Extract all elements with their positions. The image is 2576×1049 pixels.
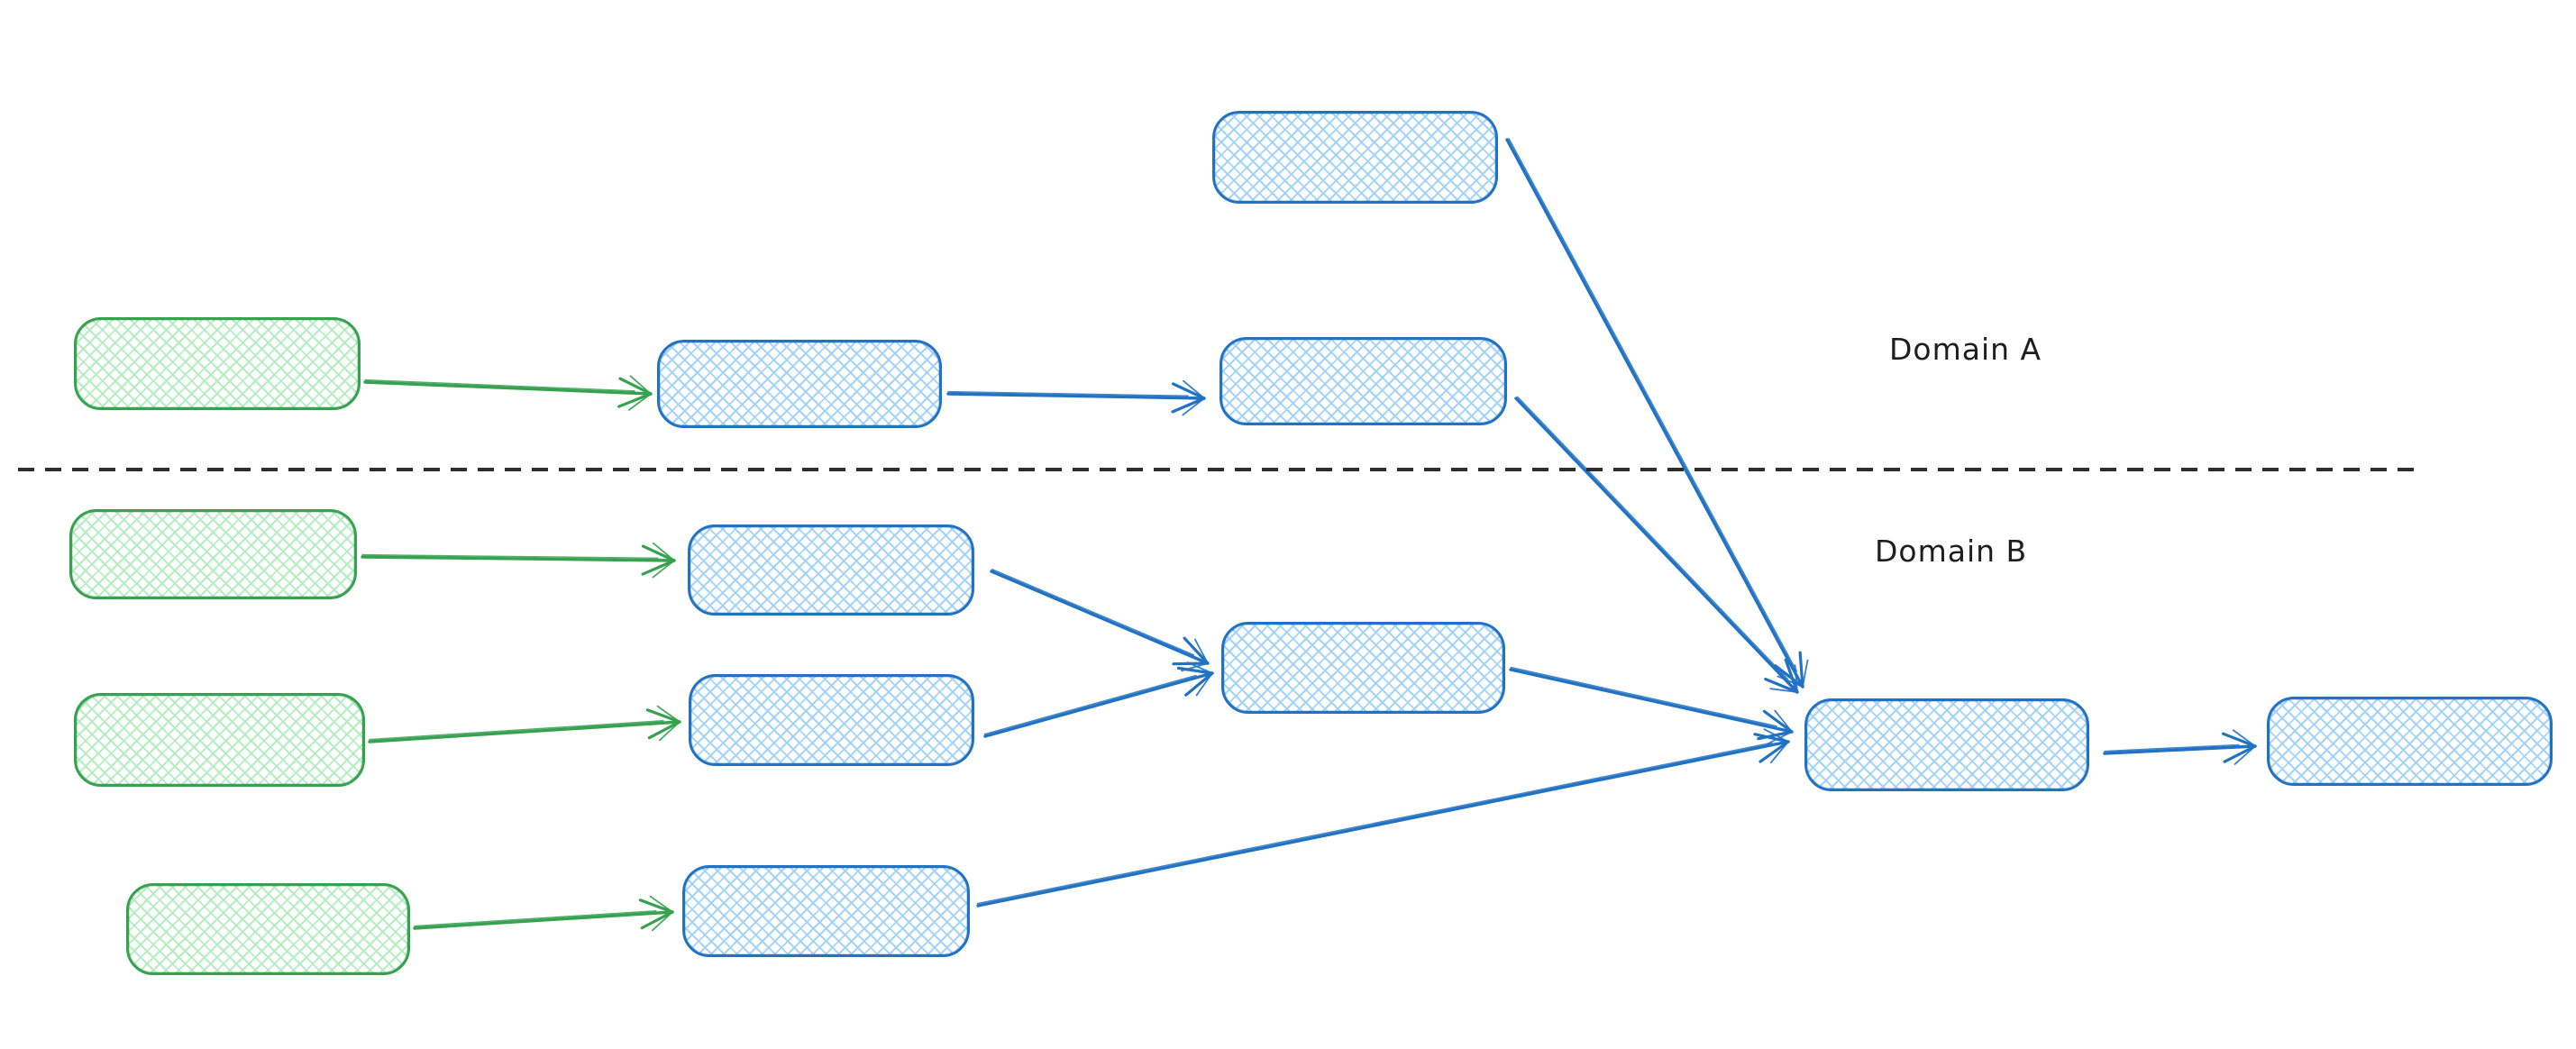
arrow-head — [1171, 382, 1206, 400]
arrow-head — [628, 393, 652, 411]
arrow-head — [641, 544, 676, 562]
arrow-line — [1509, 668, 1794, 734]
arrow-head — [649, 895, 673, 913]
edge-a-source-to-hub — [1505, 138, 1809, 689]
edge-b-input2-to-step2 — [368, 705, 681, 743]
arrow-head — [1186, 661, 1213, 674]
arrow-head — [1194, 638, 1209, 664]
arrow-head — [1769, 741, 1789, 764]
arrow-head — [1176, 666, 1214, 675]
arrow-line-sketch — [1508, 138, 1798, 672]
domain-a-source-box — [1212, 111, 1498, 204]
arrow-head — [1802, 659, 1809, 688]
arrow-head — [1195, 672, 1213, 697]
arrow-head — [1764, 678, 1799, 694]
arrow-head — [2222, 732, 2257, 748]
arrow-line-sketch — [991, 569, 1195, 656]
arrow-line — [976, 740, 1790, 908]
arrow-head — [2232, 729, 2256, 747]
arrow-head — [647, 720, 681, 740]
edge-b-merge-to-hub — [1509, 666, 1794, 745]
arrow-head — [1757, 730, 1794, 741]
arrow-head — [1753, 733, 1790, 743]
domain-b-step1-box — [688, 524, 974, 616]
arrow-line-sketch — [947, 390, 1189, 397]
arrow-head — [2223, 744, 2257, 763]
arrow-head — [618, 377, 653, 396]
arrow-head — [1774, 664, 1804, 689]
arrow-line-sketch — [361, 553, 659, 560]
arrow-line-sketch — [369, 720, 664, 741]
arrow-head — [1769, 688, 1798, 693]
arrow-head — [1767, 731, 1793, 745]
output-box — [2267, 697, 2553, 786]
arrow-head — [1182, 397, 1205, 416]
arrow-line — [1514, 397, 1799, 694]
domain-b-input1-box — [69, 509, 357, 599]
arrow-head — [1172, 661, 1210, 666]
arrow-head — [652, 542, 675, 561]
arrow-head — [638, 898, 674, 914]
arrow-line — [990, 570, 1210, 665]
domain-a-label: Domain A — [1889, 332, 2042, 367]
arrow-head — [617, 392, 653, 408]
arrow-head — [1762, 709, 1794, 734]
domain-b-label: Domain B — [1875, 534, 2028, 569]
arrow-line — [2103, 744, 2257, 755]
arrow-head — [652, 560, 675, 579]
edge-hub-to-output — [2103, 729, 2257, 765]
arrow-line — [946, 392, 1206, 400]
arrow-line-sketch — [1516, 396, 1789, 680]
arrow-head — [1784, 658, 1799, 694]
arrow-line-sketch — [1510, 666, 1777, 727]
arrow-head — [641, 559, 676, 576]
domain-a-step1-box — [657, 340, 942, 428]
arrow-line-sketch — [976, 742, 1773, 905]
domain-a-step2-box — [1219, 337, 1507, 425]
arrow-line — [413, 910, 674, 930]
arrow-line-sketch — [983, 674, 1197, 735]
arrow-head — [645, 708, 681, 724]
arrow-line — [363, 380, 653, 396]
edge-b-step3-to-hub — [976, 728, 1790, 908]
arrow-head — [1181, 662, 1209, 672]
edge-b-step1-to-merge — [990, 569, 1210, 672]
arrow-head — [1763, 728, 1789, 743]
domain-b-input2-box — [74, 693, 365, 787]
edge-a-input-to-step1 — [363, 375, 653, 411]
arrow-head — [629, 375, 652, 395]
arrow-head — [1798, 651, 1804, 689]
domain-b-input3-box — [126, 883, 410, 975]
arrow-head — [652, 911, 673, 932]
arrow-head — [656, 705, 681, 723]
domain-a-input-box — [74, 317, 361, 410]
arrow-line-sketch — [2104, 743, 2240, 753]
arrow-line — [368, 720, 681, 743]
arrow-line-sketch — [364, 379, 635, 392]
edge-a-step1-to-step2 — [946, 379, 1206, 416]
domain-b-merge-box — [1221, 622, 1505, 714]
arrow-head — [1777, 675, 1804, 688]
arrow-head — [640, 910, 674, 930]
arrow-head — [1794, 664, 1798, 693]
arrow-line-sketch — [414, 909, 657, 927]
edge-b-input3-to-step3 — [413, 895, 674, 932]
arrow-head — [1183, 636, 1210, 665]
arrow-line — [1505, 138, 1804, 689]
arrow-head — [1184, 671, 1214, 697]
arrow-head — [1171, 397, 1206, 414]
domain-b-step3-box — [682, 865, 970, 957]
arrow-head — [1758, 740, 1790, 763]
edge-a-step2-to-hub — [1514, 396, 1799, 694]
arrow-head — [2233, 745, 2256, 765]
arrow-line — [983, 671, 1214, 738]
arrow-line — [361, 555, 676, 562]
domain-b-step2-box — [689, 674, 974, 766]
hub-box — [1804, 698, 2089, 791]
arrow-head — [659, 721, 681, 742]
arrow-head — [1183, 379, 1205, 399]
arrow-head — [1774, 709, 1793, 733]
edge-b-step2-to-merge — [983, 661, 1214, 738]
edge-b-input1-to-step1 — [361, 542, 676, 579]
